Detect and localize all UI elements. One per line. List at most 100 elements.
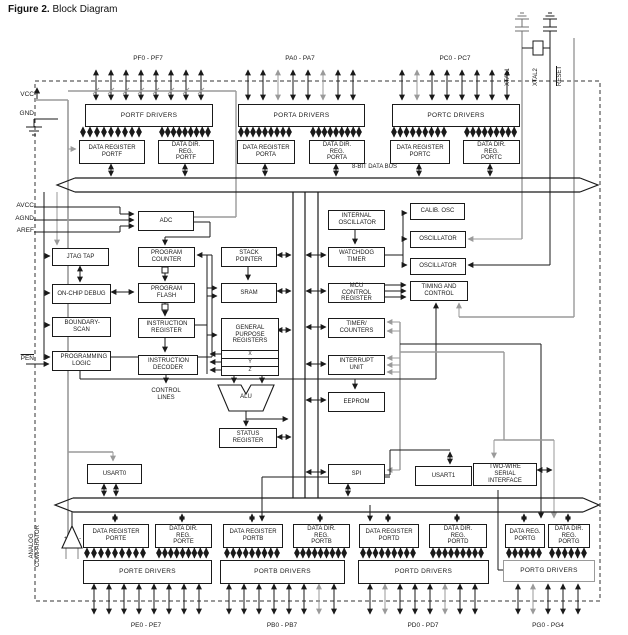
block-label: ADC: [159, 217, 173, 224]
pin-label-xtal2: XTAL2: [533, 68, 539, 86]
analog-comparator-symbol: [61, 524, 83, 549]
block-label: DATA DIR. REG. PORTG: [554, 525, 584, 546]
block-data-dir-reg-portc: DATA DIR. REG. PORTC: [463, 140, 520, 164]
pin-label-reset: RESET: [557, 65, 563, 86]
block-two-wire-serial-interface: TWO-WIRE SERIAL INTERFACE: [473, 463, 537, 486]
block-boundary-scan: BOUNDARY- SCAN: [52, 317, 111, 337]
alu-shape: [217, 384, 275, 412]
ground-icon: [26, 118, 58, 136]
crystal-circuit: [515, 12, 557, 56]
block-label: MCU CONTROL REGISTER: [341, 282, 372, 303]
block-label: INSTRUCTION DECODER: [148, 358, 189, 371]
block-label: DATA DIR. REG. PORTB: [307, 525, 336, 546]
block-label: Z: [248, 367, 252, 374]
block-label: PORTB DRIVERS: [254, 568, 311, 576]
block-label: WATCHDOG TIMER: [339, 250, 374, 263]
block-internal-oscillator: INTERNAL OSCILLATOR: [328, 210, 385, 230]
flash-node-squares: [161, 266, 169, 311]
block-label: PORTF DRIVERS: [120, 111, 178, 119]
block-watchdog-timer: WATCHDOG TIMER: [328, 247, 385, 267]
wire-group: [26, 31, 587, 615]
block-label: PORTC DRIVERS: [427, 111, 485, 119]
block-data-register-porta: DATA REGISTER PORTA: [237, 140, 295, 164]
block-data-register-portd: DATA REGISTER PORTD: [359, 524, 419, 548]
block-label: PORTA DRIVERS: [273, 111, 330, 119]
block-label: DATA REGISTER PORTA: [242, 145, 290, 158]
block-programming-logic: PROGRAMMING LOGIC: [52, 351, 111, 371]
block-label: STACK POINTER: [235, 250, 263, 263]
block-data-dir-reg-porte: DATA DIR. REG. PORTE: [155, 524, 212, 548]
block-oscillator-1: OSCILLATOR: [410, 231, 466, 248]
block-spi: SPI: [328, 464, 385, 484]
data-bus-bottom: [53, 497, 601, 513]
block-label: JTAG TAP: [66, 253, 95, 260]
block-interrupt-unit: INTERRUPT UNIT: [328, 355, 385, 375]
block-oscillator-2: OSCILLATOR: [410, 258, 466, 275]
block-label: X: [248, 351, 252, 358]
pin-label-aref: AREF: [16, 227, 34, 234]
block-data-dir-reg-portg: DATA DIR. REG. PORTG: [548, 524, 590, 548]
block-label: USART1: [431, 472, 456, 479]
block-label: DATA REGISTER PORTD: [365, 529, 413, 542]
pin-label-pc: PC0 - PC7: [439, 55, 471, 62]
xtal1-capacitor: [515, 12, 529, 32]
control-lines-label: CONTROL LINES: [151, 388, 181, 401]
block-stack-pointer: STACK POINTER: [221, 247, 277, 267]
block-label: DATA DIR. REG. PORTA: [322, 141, 352, 162]
block-data-register-portb: DATA REGISTER PORTB: [223, 524, 283, 548]
block-data-dir-reg-portf: DATA DIR. REG. PORTF: [158, 140, 214, 164]
block-program-flash: PROGRAM FLASH: [138, 283, 195, 303]
block-label: DATA DIR. REG. PORTD: [443, 525, 473, 546]
block-label: TWO-WIRE SERIAL INTERFACE: [488, 464, 522, 484]
block-label: DATA REGISTER PORTF: [88, 145, 136, 158]
comparator-signs: + -: [64, 536, 87, 542]
block-label: DATA REGISTER PORTB: [229, 529, 277, 542]
block-label: GENERAL PURPOSE REGISTERS: [232, 324, 268, 345]
block-label: PORTD DRIVERS: [394, 568, 453, 576]
block-data-reg-portg: DATA REG. PORTG: [505, 524, 545, 548]
pin-label-agnd: AGND: [15, 215, 34, 222]
alu-label: ALU: [240, 394, 252, 400]
block-label: PORTG DRIVERS: [520, 567, 578, 575]
block-label: PROGRAM FLASH: [150, 286, 182, 299]
figure-caption: Block Diagram: [52, 4, 118, 15]
block-porta-drivers: PORTA DRIVERS: [238, 104, 365, 127]
data-bus-top: [55, 177, 600, 193]
block-label: Y: [248, 359, 252, 366]
pin-label-pf: PF0 - PF7: [133, 55, 163, 62]
block-portb-drivers: PORTB DRIVERS: [220, 560, 345, 584]
block-label: INTERRUPT UNIT: [339, 358, 374, 371]
pin-label-pa: PA0 - PA7: [285, 55, 315, 62]
block-label: DATA REGISTER PORTE: [92, 529, 140, 542]
block-label: USART0: [102, 470, 127, 477]
block-label: TIMING AND CONTROL: [421, 284, 457, 297]
block-label: DATA DIR. REG. PORTC: [477, 141, 506, 162]
block-mcu-control-register: MCU CONTROL REGISTER: [328, 283, 385, 303]
block-label: EEPROM: [343, 398, 370, 405]
block-label: INTERNAL OSCILLATOR: [338, 213, 376, 226]
block-label: PROGRAM COUNTER: [150, 250, 182, 263]
block-porte-drivers: PORTE DRIVERS: [83, 560, 212, 584]
block-eeprom: EEPROM: [328, 392, 385, 412]
pin-label-gnd: GND: [19, 110, 34, 117]
block-sram: SRAM: [221, 283, 277, 303]
block-calib-osc: CALIB. OSC: [410, 203, 465, 220]
block-data-register-portc: DATA REGISTER PORTC: [390, 140, 450, 164]
block-instruction-register: INSTRUCTION REGISTER: [138, 318, 195, 338]
block-status-register: STATUS REGISTER: [219, 428, 277, 448]
block-label: ON-CHIP DEBUG: [57, 290, 106, 297]
block-register-z: Z: [221, 366, 279, 376]
block-instruction-decoder: INSTRUCTION DECODER: [138, 355, 198, 375]
pin-label-pe: PE0 - PE7: [130, 622, 162, 629]
pin-label-vcc: VCC: [20, 91, 34, 98]
block-data-register-portf: DATA REGISTER PORTF: [79, 140, 145, 164]
block-portg-drivers: PORTG DRIVERS: [503, 560, 595, 582]
block-general-purpose-registers: GENERAL PURPOSE REGISTERS: [221, 318, 279, 352]
analog-comparator-label: ANALOG COMPARATOR: [29, 525, 41, 568]
block-label: SRAM: [240, 289, 258, 296]
bus-label: 8-BIT DATA BUS: [352, 164, 398, 170]
block-portc-drivers: PORTC DRIVERS: [392, 104, 520, 127]
block-label: BOUNDARY- SCAN: [64, 320, 100, 333]
block-on-chip-debug: ON-CHIP DEBUG: [52, 284, 111, 304]
